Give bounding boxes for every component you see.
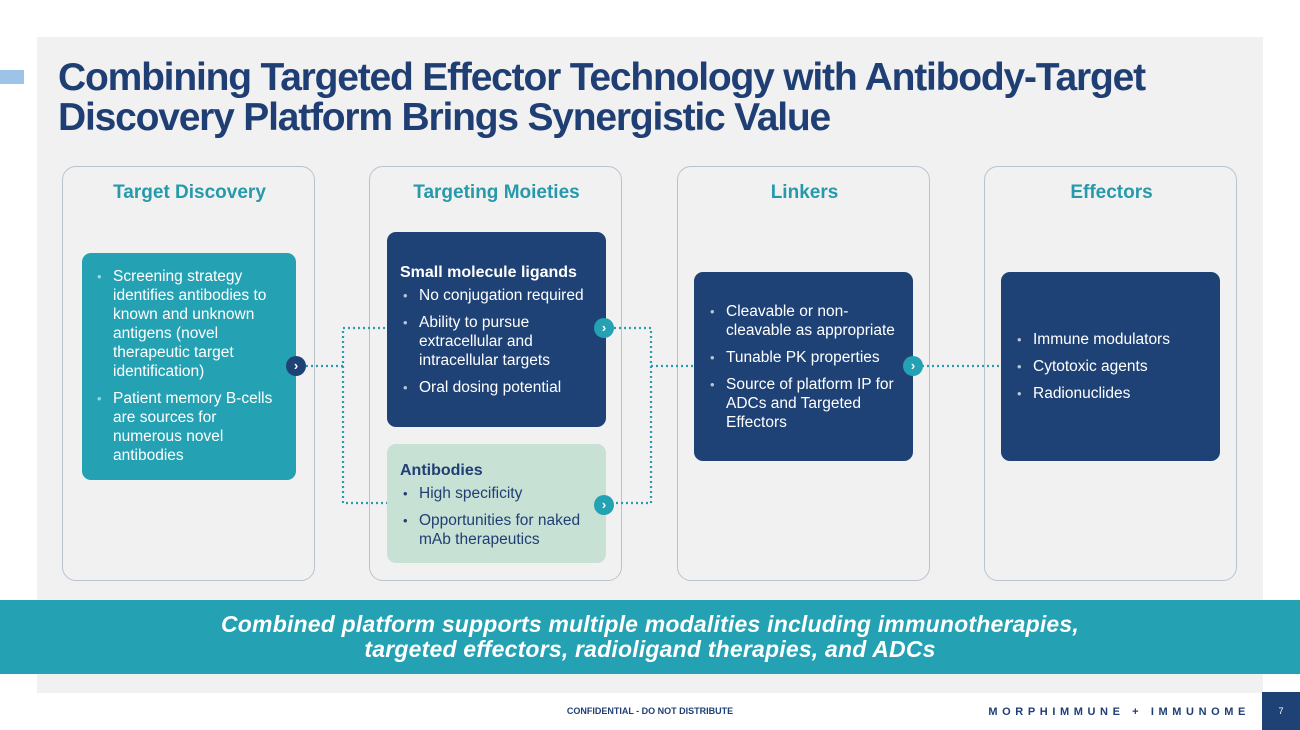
- chevron-right-icon: ›: [286, 356, 306, 376]
- list-item: Cytotoxic agents: [1014, 357, 1212, 376]
- list-item: No conjugation required: [400, 286, 596, 305]
- small-molecule-list: No conjugation required Ability to pursu…: [400, 286, 596, 397]
- chevron-right-icon: ›: [594, 318, 614, 338]
- column-heading-target-discovery: Target Discovery: [113, 182, 266, 203]
- list-item: Screening strategy identifies antibodies…: [94, 267, 288, 381]
- list-item: Ability to pursue extracellular and intr…: [400, 313, 596, 370]
- effectors-card: Immune modulators Cytotoxic agents Radio…: [1001, 272, 1220, 461]
- slide-title: Combining Targeted Effector Technology w…: [58, 58, 1208, 138]
- banner-line-2: targeted effectors, radioligand therapie…: [364, 636, 936, 662]
- list-item: Tunable PK properties: [707, 348, 905, 367]
- list-item: Immune modulators: [1014, 330, 1212, 349]
- list-item: Patient memory B-cells are sources for n…: [94, 389, 288, 465]
- page-number: 7: [1262, 692, 1300, 730]
- list-item: Oral dosing potential: [400, 378, 596, 397]
- title-line-1: Combining Targeted Effector Technology w…: [58, 56, 1146, 99]
- accent-tab: [0, 70, 24, 84]
- effectors-list: Immune modulators Cytotoxic agents Radio…: [1014, 330, 1212, 403]
- column-heading-linkers: Linkers: [770, 182, 839, 203]
- confidential-notice: CONFIDENTIAL - DO NOT DISTRIBUTE: [566, 706, 734, 716]
- target-discovery-card: Screening strategy identifies antibodies…: [82, 253, 296, 480]
- brand-wordmark: MORPHIMMUNE + IMMUNOME: [988, 706, 1250, 718]
- target-discovery-list: Screening strategy identifies antibodies…: [94, 267, 288, 465]
- linkers-list: Cleavable or non-cleavable as appropriat…: [707, 302, 905, 432]
- list-item: High specificity: [400, 484, 596, 503]
- list-item: Cleavable or non-cleavable as appropriat…: [707, 302, 905, 340]
- banner-line-1: Combined platform supports multiple moda…: [221, 611, 1079, 637]
- summary-banner: Combined platform supports multiple moda…: [0, 600, 1300, 674]
- list-item: Radionuclides: [1014, 384, 1212, 403]
- small-molecule-title: Small molecule ligands: [400, 264, 577, 281]
- column-heading-targeting-moieties: Targeting Moieties: [413, 182, 580, 203]
- chevron-right-icon: ›: [903, 356, 923, 376]
- column-heading-effectors: Effectors: [1070, 182, 1153, 203]
- antibodies-card: Antibodies High specificity Opportunitie…: [387, 444, 606, 563]
- list-item: Opportunities for naked mAb therapeutics: [400, 511, 596, 549]
- list-item: Source of platform IP for ADCs and Targe…: [707, 375, 905, 432]
- antibodies-title: Antibodies: [400, 462, 483, 479]
- small-molecule-card: Small molecule ligands No conjugation re…: [387, 232, 606, 427]
- title-line-2: Discovery Platform Brings Synergistic Va…: [58, 96, 831, 139]
- chevron-right-icon: ›: [594, 495, 614, 515]
- antibodies-list: High specificity Opportunities for naked…: [400, 484, 596, 549]
- linkers-card: Cleavable or non-cleavable as appropriat…: [694, 272, 913, 461]
